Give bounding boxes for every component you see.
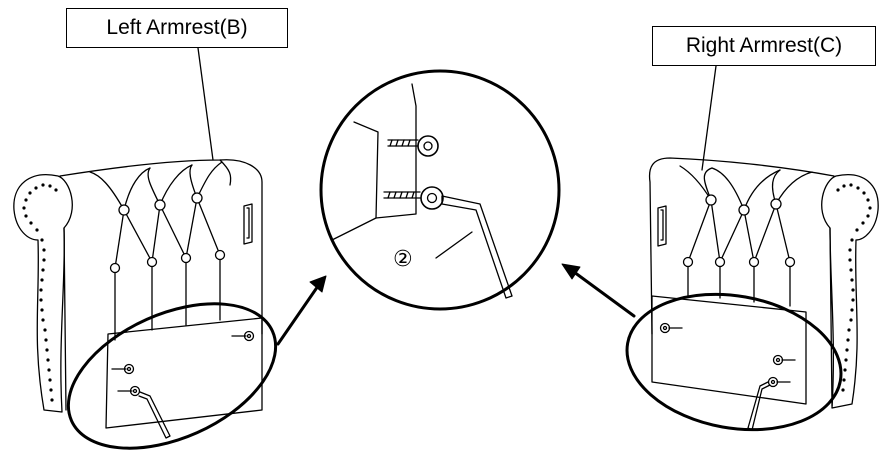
tool-callout-number: ② — [393, 247, 413, 272]
left-tufting-buttons — [109, 192, 226, 274]
right-side-slot — [657, 205, 667, 247]
allen-key-icon — [441, 195, 513, 299]
left-highlight-ellipse — [66, 302, 278, 450]
bolt-icon — [772, 354, 796, 366]
arrow-icon — [561, 263, 636, 318]
left-mounting-plate — [105, 317, 263, 429]
bolt-icon — [117, 385, 141, 397]
left-nailhead-trim — [22, 183, 58, 402]
bolt-icon — [387, 135, 439, 157]
detail-magnifier — [319, 69, 561, 311]
left-side-slot — [243, 203, 253, 245]
left-armrest-illustration — [13, 47, 278, 450]
right-nailhead-trim — [836, 183, 872, 392]
right-mounting-plate — [651, 295, 807, 405]
bolt-icon — [659, 322, 683, 334]
right-armrest-label: Right Armrest(C) — [652, 26, 876, 66]
right-label-leader — [701, 65, 717, 171]
allen-key-icon — [747, 381, 771, 431]
bolt-icon — [767, 376, 791, 388]
left-armrest-label: Left Armrest(B) — [66, 8, 288, 48]
left-label-leader — [197, 47, 214, 161]
bolt-icon — [231, 330, 255, 342]
right-armrest-illustration — [625, 65, 879, 432]
callout-leader — [435, 231, 473, 259]
left-armrest-roll — [13, 174, 73, 413]
allen-key-icon — [138, 391, 171, 439]
right-tufting-buttons — [682, 194, 796, 268]
bolt-icon — [111, 363, 135, 375]
arrow-icon — [276, 275, 327, 346]
right-highlight-ellipse — [625, 292, 843, 432]
bolt-icon — [383, 186, 444, 210]
